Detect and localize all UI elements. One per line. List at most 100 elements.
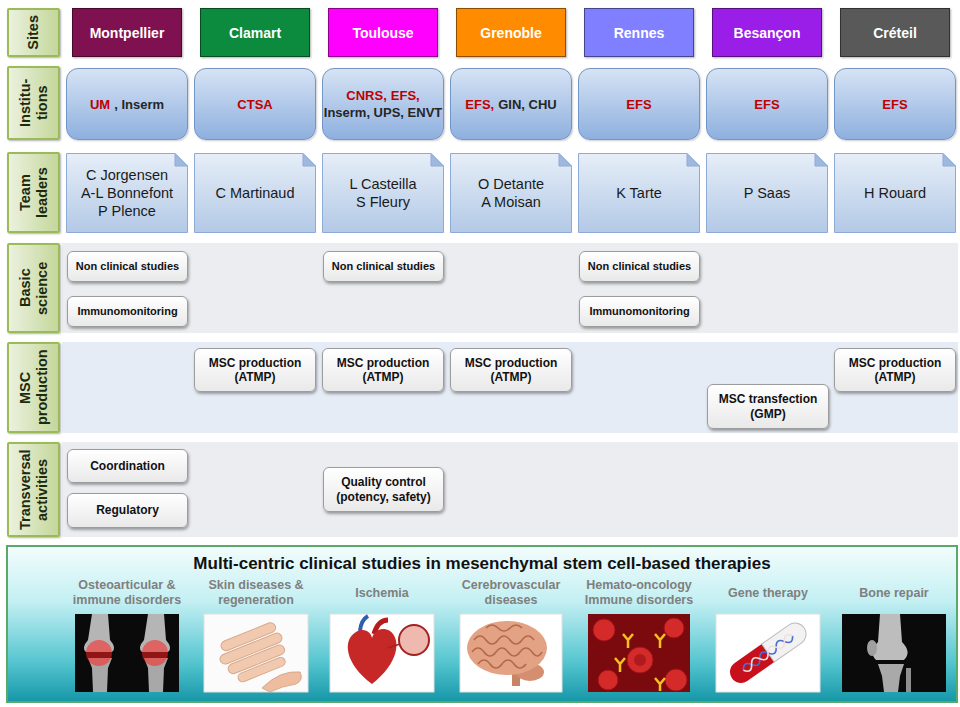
node-label: EFS	[882, 97, 907, 112]
activity-box: Non clinical studies	[579, 251, 700, 282]
node-label: Skin diseases & regeneration	[192, 575, 320, 611]
node-label: Bone repair	[859, 575, 928, 611]
node-label: UM	[90, 97, 110, 112]
node-label: Team leaders	[17, 156, 50, 229]
institution-box: EFS	[578, 68, 700, 140]
site-box: Grenoble	[456, 8, 566, 57]
node-label: Institu- tions	[17, 70, 50, 136]
therapy-area: Hemato-oncology Immune disorders	[575, 575, 703, 697]
folded-corner	[687, 154, 700, 167]
node-label: Ischemia	[355, 575, 409, 611]
node-label: EFS	[754, 97, 779, 112]
node-label: EFS,	[465, 97, 494, 112]
folded-corner	[431, 154, 444, 167]
node-label: S Fleury	[356, 193, 410, 211]
node-label: Hemato-oncology Immune disorders	[575, 575, 703, 611]
node-label: MSC production (ATMP)	[835, 356, 955, 385]
node-label: Coordination	[90, 459, 165, 473]
therapy-area: Ischemia	[318, 575, 446, 697]
institution-box: EFS	[706, 68, 828, 140]
node-label: CNRS,	[346, 88, 386, 103]
box-outline	[323, 154, 444, 233]
therapy-area: Skin diseases & regeneration	[192, 575, 320, 697]
site-box: Besançon	[712, 8, 822, 57]
box-outline	[579, 154, 700, 233]
node-label: Transversal activities	[17, 446, 50, 533]
node-label: Non clinical studies	[76, 260, 179, 273]
node-label: Besançon	[734, 25, 801, 41]
node-label: Créteil	[873, 25, 917, 41]
row-band	[62, 442, 958, 537]
box-outline	[67, 154, 188, 233]
team-leader-box: C JorgensenA-L BonnefontP Plence	[66, 153, 188, 233]
node-label: Toulouse	[352, 25, 413, 41]
node-label: P Saas	[744, 184, 791, 202]
node-label: MSC transfection (GMP)	[708, 392, 828, 421]
activity-box: Quality control (potency, safety)	[323, 467, 444, 512]
node-label: C Martinaud	[216, 184, 295, 202]
row-header: Transversal activities	[7, 442, 60, 537]
node-label: CTSA	[237, 97, 272, 112]
node-label: Montpellier	[90, 25, 165, 41]
node-label: O Detante	[478, 175, 544, 193]
row-header: MSC production	[7, 342, 60, 433]
team-leader-box: K Tarte	[578, 153, 700, 233]
node-label: MSC production (ATMP)	[195, 356, 315, 385]
row-band	[62, 243, 958, 333]
node-label: MSC production (ATMP)	[451, 356, 571, 385]
row-header: Sites	[7, 8, 60, 57]
node-label: , Inserm	[114, 97, 164, 112]
node-label: Non clinical studies	[588, 260, 691, 273]
team-leader-box: P Saas	[706, 153, 828, 233]
folded-corner	[815, 154, 828, 167]
activity-box: Immunomonitoring	[579, 296, 700, 327]
node-label: A-L Bonnefont	[81, 184, 173, 202]
node-label: Rennes	[614, 25, 665, 41]
node-label: Non clinical studies	[332, 260, 435, 273]
activity-box: MSC production (ATMP)	[834, 348, 956, 392]
folded-corner	[559, 154, 572, 167]
team-leader-box: H Rouard	[834, 153, 956, 233]
team-leader-box: O DetanteA Moisan	[450, 153, 572, 233]
institution-box: EFS, GIN, CHU	[450, 68, 572, 140]
institution-box: CNRS, EFS, Inserm, UPS, ENVT	[322, 68, 444, 140]
site-box: Rennes	[584, 8, 694, 57]
node-label: P Plence	[98, 202, 156, 220]
node-label: Osteoarticular & immune disorders	[63, 575, 191, 611]
site-box: Clamart	[200, 8, 310, 57]
node-label: MSC production (ATMP)	[323, 356, 443, 385]
node-label: Basic science	[17, 247, 50, 329]
institution-box: UM , Inserm	[66, 68, 188, 140]
team-leader-box: L CasteillaS Fleury	[322, 153, 444, 233]
node-label: A Moisan	[481, 193, 541, 211]
box-outline	[195, 154, 316, 233]
node-label: Immunomonitoring	[77, 305, 177, 318]
activity-box: MSC transfection (GMP)	[707, 384, 829, 429]
activity-box: Non clinical studies	[67, 251, 188, 282]
site-box: Montpellier	[72, 8, 182, 57]
node-label: EFS,	[391, 88, 420, 103]
box-outline	[451, 154, 572, 233]
therapy-area: Gene therapy	[704, 575, 832, 697]
institution-box: CTSA	[194, 68, 316, 140]
row-band	[62, 342, 958, 433]
node-label: GIN, CHU	[498, 97, 557, 112]
clinical-studies-panel: Multi-centric clinical studies in mesenc…	[6, 545, 958, 703]
folded-corner	[943, 154, 956, 167]
node-label: C Jorgensen	[86, 166, 168, 184]
box-outline	[707, 154, 828, 233]
therapy-area: Bone repair	[830, 575, 958, 697]
node-label: Sites	[25, 15, 42, 50]
node-label: Inserm, UPS, ENVT	[324, 105, 442, 120]
team-leader-box: C Martinaud	[194, 153, 316, 233]
node-label: Grenoble	[480, 25, 541, 41]
activity-box: Non clinical studies	[323, 251, 444, 282]
activity-box: MSC production (ATMP)	[194, 348, 316, 392]
activity-box: Immunomonitoring	[67, 296, 188, 327]
site-box: Créteil	[840, 8, 950, 57]
node-label: H Rouard	[864, 184, 926, 202]
folded-corner	[175, 154, 188, 167]
row-header: Institu- tions	[7, 66, 60, 140]
node-label: Clamart	[229, 25, 281, 41]
node-label: K Tarte	[616, 184, 662, 202]
